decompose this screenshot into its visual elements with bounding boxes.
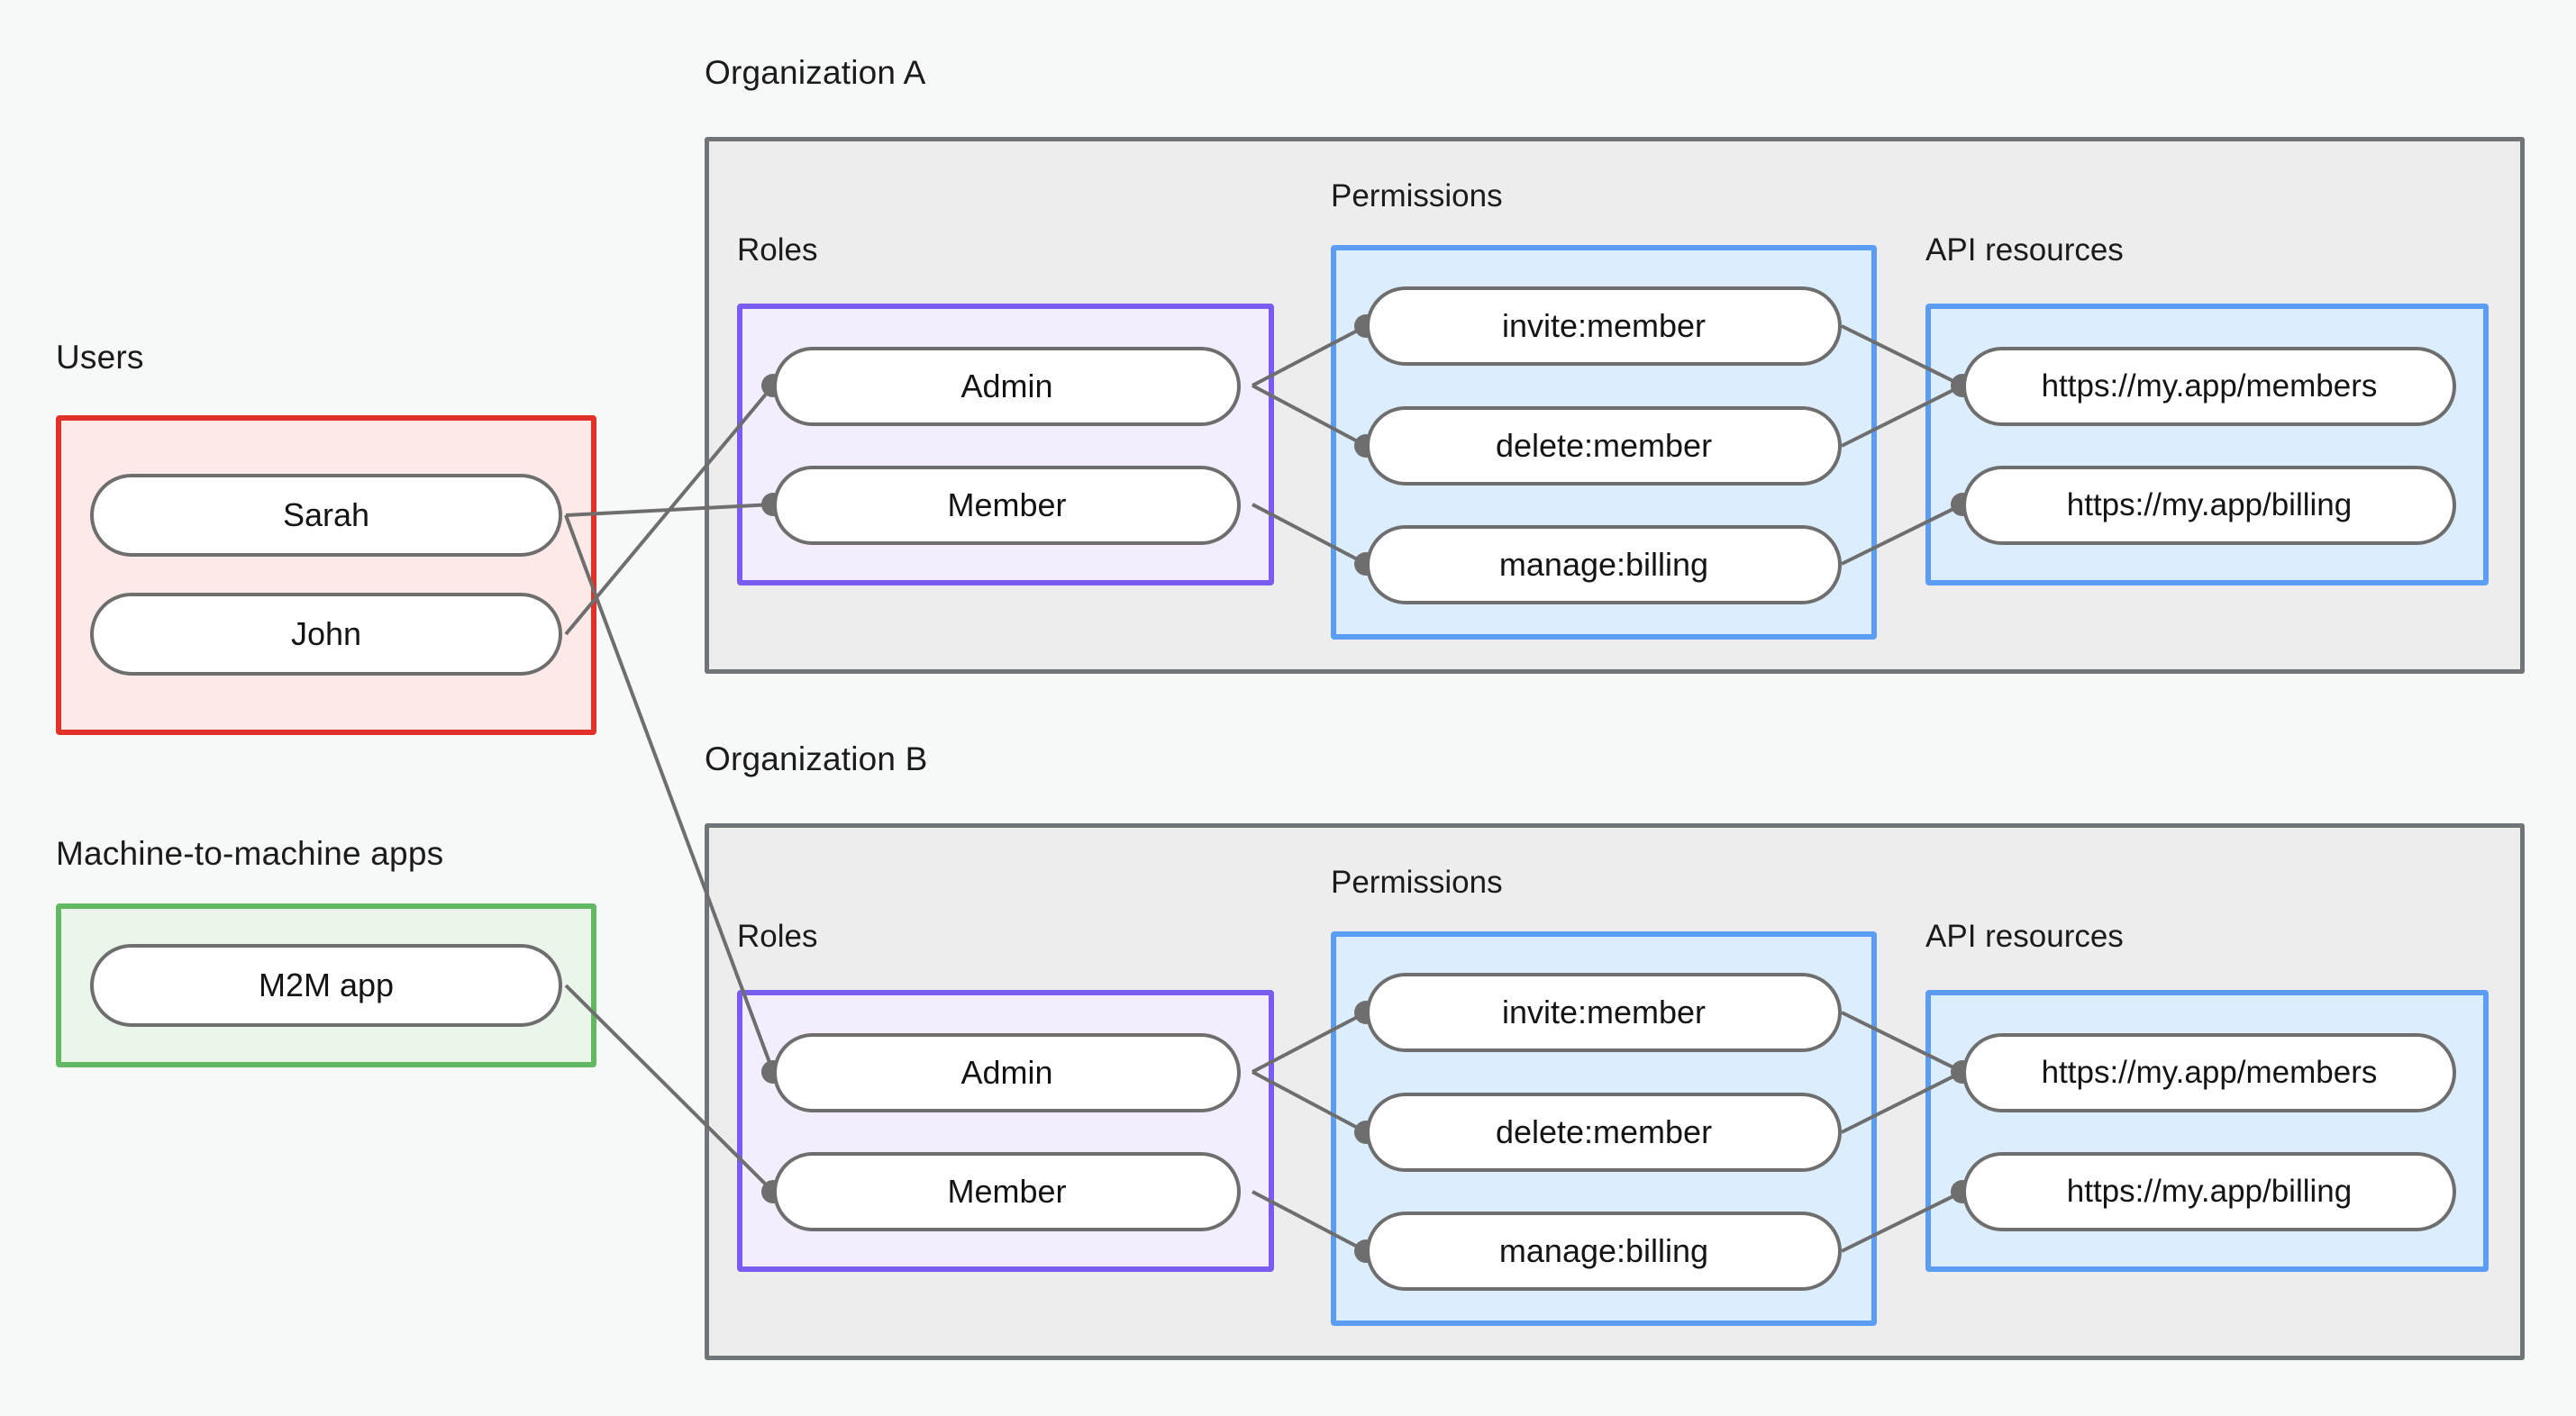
orgB-role-node-admin[interactable]: Admin <box>773 1033 1241 1112</box>
m2m-node-app[interactable]: M2M app <box>90 944 562 1027</box>
orgA-permission-node-delete-member[interactable]: delete:member <box>1366 406 1842 486</box>
orgA-api-node-members[interactable]: https://my.app/members <box>1962 347 2456 426</box>
orgB-permission-node-manage-billing[interactable]: manage:billing <box>1366 1212 1842 1291</box>
orgB-permission-node-invite-member[interactable]: invite:member <box>1366 973 1842 1052</box>
organization-b-label: Organization B <box>705 740 928 777</box>
orgA-api-node-billing[interactable]: https://my.app/billing <box>1962 466 2456 545</box>
orgA-permissions-label: Permissions <box>1331 178 1503 213</box>
orgA-permission-node-manage-billing[interactable]: manage:billing <box>1366 525 1842 604</box>
orgA-permission-node-invite-member[interactable]: invite:member <box>1366 286 1842 366</box>
orgB-api-node-members[interactable]: https://my.app/members <box>1962 1033 2456 1112</box>
orgB-roles-label: Roles <box>737 919 818 954</box>
user-node-john[interactable]: John <box>90 593 562 676</box>
orgB-permission-node-delete-member[interactable]: delete:member <box>1366 1093 1842 1172</box>
orgB-role-node-member[interactable]: Member <box>773 1152 1241 1231</box>
user-node-sarah[interactable]: Sarah <box>90 474 562 557</box>
orgB-api-resources-label: API resources <box>1925 919 2124 954</box>
users-container <box>56 415 596 735</box>
orgA-api-resources-label: API resources <box>1925 232 2124 268</box>
users-group-label: Users <box>56 339 144 376</box>
orgA-roles-label: Roles <box>737 232 818 268</box>
orgB-api-node-billing[interactable]: https://my.app/billing <box>1962 1152 2456 1231</box>
orgB-permissions-label: Permissions <box>1331 865 1503 900</box>
organization-a-label: Organization A <box>705 54 926 91</box>
m2m-group-label: Machine-to-machine apps <box>56 835 444 872</box>
orgA-role-node-member[interactable]: Member <box>773 466 1241 545</box>
orgA-role-node-admin[interactable]: Admin <box>773 347 1241 426</box>
